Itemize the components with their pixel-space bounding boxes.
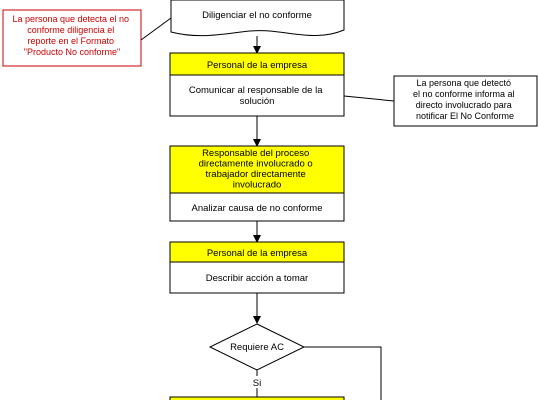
decision-label: Requiere AC bbox=[230, 342, 284, 353]
left-note-line: reporte en el Formato bbox=[27, 36, 114, 46]
decision-node: Requiere AC bbox=[208, 323, 306, 371]
step2-action: Analizar causa de no conforme bbox=[192, 203, 323, 214]
step1-node: Personal de la empresa Comunicar al resp… bbox=[169, 52, 345, 117]
step2-body bbox=[169, 192, 345, 222]
next-step-header bbox=[169, 396, 345, 400]
right-note: La persona que detectó el no conforme in… bbox=[343, 75, 538, 127]
document-label: Diligenciar el no conforme bbox=[202, 10, 312, 21]
step1-action: Comunicar al responsable de la solución bbox=[189, 85, 325, 107]
step3-action: Describir acción a tomar bbox=[206, 273, 308, 284]
right-note-text: La persona que detectó el no conforme in… bbox=[413, 78, 517, 121]
right-note-line: directo involucrado para bbox=[416, 100, 512, 110]
step2-role-line: involucrado bbox=[233, 180, 282, 191]
left-note-text: La persona que detecta el no conforme di… bbox=[12, 14, 131, 57]
right-note-line: notificar El No Conforme bbox=[416, 111, 514, 121]
document-node: Diligenciar el no conforme bbox=[170, 0, 345, 37]
step2-header bbox=[169, 145, 345, 194]
step1-action-line: Comunicar al responsable de la bbox=[189, 85, 323, 96]
step3-node: Personal de la empresa Describir acción … bbox=[169, 241, 345, 294]
step2-role: Responsable del proceso directamente inv… bbox=[199, 148, 316, 191]
right-note-line: La persona que detectó bbox=[416, 78, 511, 88]
step3-body bbox=[169, 261, 345, 294]
connector-decision-no bbox=[304, 346, 382, 400]
step1-body bbox=[169, 74, 345, 117]
left-note-line: La persona que detecta el no bbox=[12, 14, 129, 24]
right-note-connector bbox=[343, 95, 395, 102]
left-note-box bbox=[2, 9, 142, 67]
step2-node: Responsable del proceso directamente inv… bbox=[169, 145, 345, 222]
left-note-connector bbox=[140, 17, 172, 41]
document-shape bbox=[170, 0, 345, 37]
right-note-box bbox=[393, 75, 538, 127]
left-note: La persona que detecta el no conforme di… bbox=[2, 9, 172, 67]
step2-role-line: Responsable del proceso bbox=[202, 148, 309, 159]
right-note-line: el no conforme informa al bbox=[413, 89, 515, 99]
step2-role-line: directamente involucrado o bbox=[199, 159, 313, 170]
step1-action-line: solución bbox=[240, 96, 275, 107]
yes-label-bg bbox=[250, 376, 264, 388]
left-note-line: "Producto No conforme" bbox=[24, 47, 120, 57]
step1-role: Personal de la empresa bbox=[207, 60, 308, 71]
step3-role: Personal de la empresa bbox=[207, 248, 308, 259]
step2-role-line: trabajador directamente bbox=[206, 169, 306, 180]
decision-yes-label: Si bbox=[253, 378, 261, 389]
left-note-line: conforme diligencia el bbox=[27, 25, 114, 35]
